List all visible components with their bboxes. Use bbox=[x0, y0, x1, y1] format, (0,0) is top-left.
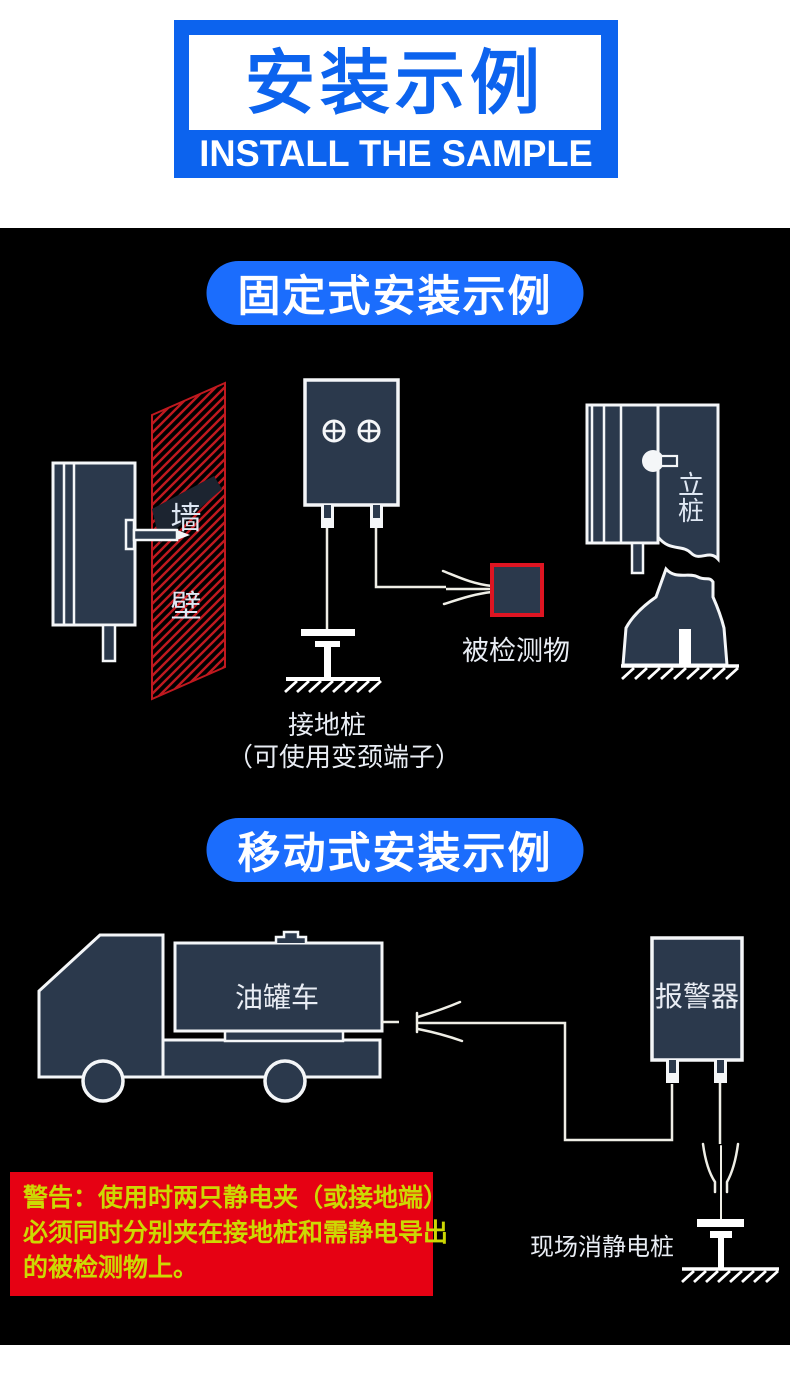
page-subtitle: INSTALL THE SAMPLE bbox=[199, 133, 593, 174]
diagram-panel: 固定式安装示例 移动式安装示例 墙壁 立桩 被检测物 接地桩 （可使用变颈端子）… bbox=[0, 228, 790, 1345]
screw-icon bbox=[322, 419, 381, 443]
bolt-tip bbox=[177, 530, 190, 540]
header-banner: 安装示例 INSTALL THE SAMPLE bbox=[174, 20, 618, 178]
warning-box: 警告：使用时两只静电夹（或接地端） 必须同时分别夹在接地桩和需静电导出 的被检测… bbox=[10, 1172, 449, 1296]
static-clamp-pile bbox=[701, 1142, 740, 1221]
alarm-device bbox=[650, 936, 744, 1144]
post-mounted-detector bbox=[585, 403, 739, 681]
wheel-icon bbox=[81, 1059, 125, 1103]
tanker-label: 油罐车 bbox=[234, 982, 319, 1013]
post-label: 立桩 bbox=[677, 470, 704, 526]
detected-object-label: 被检测物 bbox=[462, 636, 570, 666]
alarm-label: 报警器 bbox=[654, 981, 739, 1012]
detected-object bbox=[490, 563, 544, 617]
wall bbox=[151, 381, 226, 701]
ground-symbol-fixed bbox=[284, 528, 382, 694]
warning-line: 的被检测物上。 bbox=[23, 1254, 199, 1282]
header-title-box: 安装示例 bbox=[189, 35, 601, 130]
warning-line: 警告：使用时两只静电夹（或接地端） bbox=[23, 1184, 449, 1212]
ground-symbol-mobile bbox=[681, 1219, 779, 1284]
wall-mounted-detector bbox=[51, 461, 190, 663]
fixed-section-heading: 固定式安装示例 bbox=[206, 261, 584, 325]
bolt-head-icon bbox=[642, 450, 664, 472]
wall-label: 墙壁 bbox=[170, 501, 202, 624]
warning-line: 必须同时分别夹在接地桩和需静电导出 bbox=[23, 1219, 449, 1247]
static-clamp-truck bbox=[415, 1000, 674, 1142]
detector-clamp-wire bbox=[374, 528, 494, 606]
tanker-truck bbox=[37, 930, 399, 1103]
ground-stake-label: 接地桩 bbox=[287, 710, 366, 740]
mobile-section-heading: 移动式安装示例 bbox=[206, 818, 584, 882]
pile-label: 现场消静电桩 bbox=[530, 1234, 674, 1261]
page-title: 安装示例 bbox=[245, 43, 545, 122]
fixed-detector bbox=[303, 378, 400, 528]
installation-diagrams bbox=[37, 378, 779, 1284]
wheel-icon bbox=[263, 1059, 307, 1103]
ground-stake-note: （可使用变颈端子） bbox=[226, 742, 461, 772]
